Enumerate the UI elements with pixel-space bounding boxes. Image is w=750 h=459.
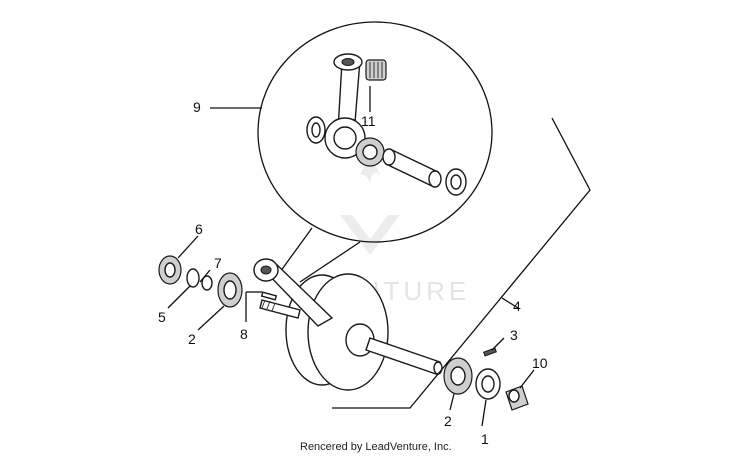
- crankshaft-assembly: [253, 258, 443, 391]
- nut-10: [505, 385, 529, 411]
- shim-5: [186, 268, 200, 288]
- small-end-bearing-detail: [365, 59, 387, 81]
- callout-8: 8: [240, 326, 248, 342]
- callout-3: 3: [510, 327, 518, 343]
- crank-pin-detail: [382, 148, 442, 188]
- circlip-7: [201, 275, 213, 291]
- callout-6: 6: [195, 221, 203, 237]
- woodruff-key-8: [260, 291, 278, 301]
- assembly-bracket-4: [332, 117, 591, 409]
- callout-11: 11: [361, 113, 376, 129]
- callout-2-right: 2: [444, 413, 452, 429]
- detail-circle: [257, 21, 493, 283]
- connecting-rod-detail: [324, 53, 366, 159]
- oil-seal-6: [158, 255, 182, 285]
- bearing-2-right: [443, 357, 473, 395]
- callout-1: 1: [481, 431, 489, 447]
- big-end-bearing-detail: [355, 137, 385, 167]
- callout-4: 4: [513, 298, 521, 314]
- rendered-by-credit: Rencered by LeadVenture, Inc.: [300, 441, 452, 453]
- key-3: [483, 347, 497, 357]
- callout-7: 7: [214, 255, 222, 271]
- callout-5: 5: [158, 309, 166, 325]
- leader-lines: [167, 86, 535, 427]
- callout-2-left: 2: [188, 331, 196, 347]
- oil-seal-1: [475, 368, 501, 400]
- callout-9: 9: [193, 99, 201, 115]
- callout-10: 10: [532, 355, 548, 371]
- bearing-2-left: [217, 272, 243, 308]
